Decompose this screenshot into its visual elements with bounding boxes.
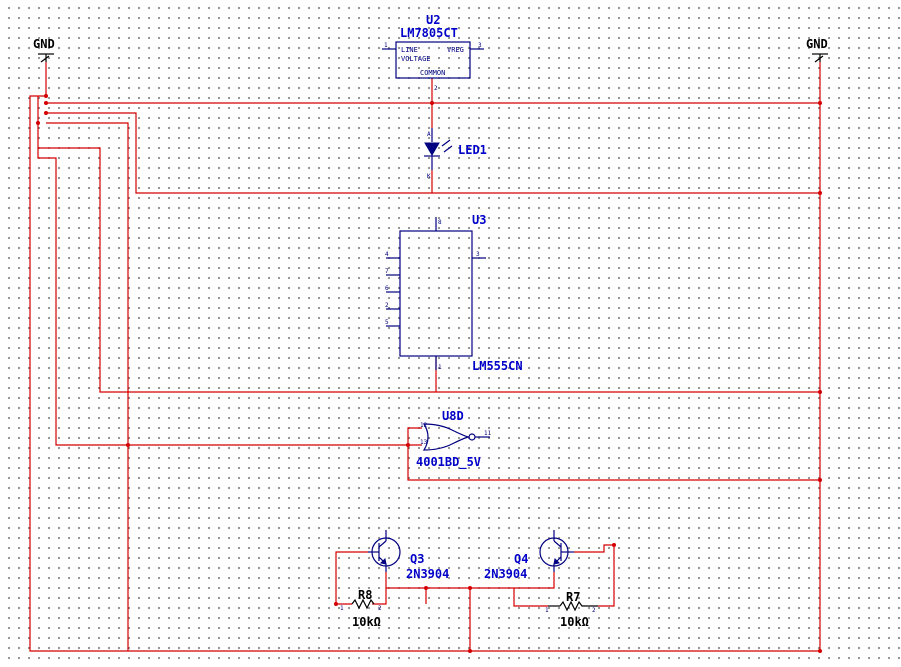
r8-zigzag: [351, 598, 375, 610]
junction-dot: [44, 101, 48, 105]
gnd-right-slash: [814, 55, 824, 63]
junction-dot: [818, 478, 822, 482]
u8d-ref: U8D: [442, 409, 464, 423]
q4-part: 2N3904: [484, 567, 527, 581]
led1-pin-k: K: [427, 173, 431, 180]
r8-pin2: 2: [378, 605, 382, 612]
u8d-pin13-num: 13: [420, 439, 428, 446]
component-u8d-nor[interactable]: U8D 12 13 11 4001BD_5V: [416, 409, 492, 470]
junction-dot: [818, 390, 822, 394]
gnd-right[interactable]: GND: [806, 37, 828, 63]
component-led1[interactable]: A K LED1: [424, 128, 487, 180]
u3-left-pin-num: 2: [385, 302, 389, 309]
wire-network: [29, 62, 821, 652]
u8d-body: [422, 423, 470, 451]
wire-r7-left[interactable]: [513, 588, 548, 607]
u8d-bubble: [468, 433, 476, 441]
junction-dot: [406, 443, 410, 447]
component-q3-transistor[interactable]: Q3 2N3904: [368, 530, 449, 581]
u3-left-pin-num: 5: [385, 319, 389, 326]
u3-body: [399, 230, 473, 357]
junction-dot: [430, 101, 434, 105]
q4-collector: [553, 540, 562, 548]
u3-part: LM555CN: [472, 359, 523, 373]
u2-name-line: LINE: [401, 46, 418, 54]
u3-left-pin-num: 4: [385, 251, 389, 258]
r7-pin2: 2: [592, 607, 596, 614]
junction-dot: [44, 94, 48, 98]
led1-ref: LED1: [458, 143, 487, 157]
junction-dot: [818, 191, 822, 195]
component-u2-regulator[interactable]: U2 LM7805CT 1 3 2 LINE VOLTAGE VREG COMM…: [382, 13, 484, 92]
r8-pin1: 1: [340, 605, 344, 612]
r7-ref: R7: [566, 590, 580, 604]
junction-dot: [36, 121, 40, 125]
junction-dot: [44, 111, 48, 115]
wire-loop-nor-in[interactable]: [37, 96, 422, 446]
wire-loop-128[interactable]: [46, 122, 129, 651]
u2-body: [395, 41, 471, 79]
u3-left-pin-num: 6: [385, 285, 389, 292]
u2-pin2-num: 2: [434, 85, 438, 92]
u3-pin3-num: 3: [476, 251, 480, 258]
wire-gnd-left[interactable]: [29, 62, 820, 652]
junction-dot: [424, 586, 428, 590]
q3-collector: [378, 540, 387, 548]
gnd-left-slash: [40, 55, 50, 63]
u3-ref: U3: [472, 213, 486, 227]
r8-value: 10kΩ: [352, 615, 381, 629]
component-q4-transistor[interactable]: Q4 2N3904: [484, 530, 574, 581]
r8-ref: R8: [358, 588, 372, 602]
u2-pin3-num: 3: [478, 42, 482, 49]
r7-value: 10kΩ: [560, 615, 589, 629]
junction-dot: [468, 649, 472, 653]
wire-loop-392[interactable]: [38, 147, 820, 393]
wire-r7-right[interactable]: [574, 544, 615, 607]
junction-dot: [612, 543, 616, 547]
gnd-right-label: GND: [806, 37, 828, 51]
q3-emitter-arrow: [379, 557, 387, 565]
junction-dots: [36, 94, 822, 653]
u2-name-vreg: VREG: [447, 46, 464, 54]
led1-pin-a: A: [427, 131, 431, 138]
wire-nor-in12[interactable]: [407, 427, 820, 481]
q4-emitter-arrow: [553, 557, 561, 565]
u8d-pin11-num: 11: [484, 430, 492, 437]
led1-arrow-2: [443, 145, 453, 153]
u8d-part: 4001BD_5V: [416, 455, 481, 470]
r7-zigzag: [559, 600, 598, 612]
u2-ref: U2: [426, 13, 440, 27]
gnd-left[interactable]: GND: [33, 37, 55, 63]
q3-ref: Q3: [410, 552, 424, 566]
u3-pin8-num: 8: [438, 219, 442, 226]
junction-dot: [126, 443, 130, 447]
junction-dot: [818, 649, 822, 653]
component-u3-timer[interactable]: U3 8 1 3 4 7 6 2 5 LM555CN: [385, 213, 523, 373]
u2-part: LM7805CT: [400, 26, 458, 40]
u3-left-pin-num: 7: [385, 268, 389, 275]
q3-part: 2N3904: [406, 567, 449, 581]
wire-r8-right[interactable]: [372, 587, 427, 605]
r7-pin1: 1: [545, 607, 549, 614]
led1-arrow-1: [441, 139, 451, 147]
wire-loop-193[interactable]: [46, 112, 820, 194]
u3-pin1-num: 1: [438, 364, 442, 371]
u8d-pin12-num: 12: [420, 422, 428, 429]
q4-ref: Q4: [514, 552, 528, 566]
gnd-left-label: GND: [33, 37, 55, 51]
junction-dot: [334, 602, 338, 606]
led1-triangle: [424, 142, 440, 156]
junction-dot: [818, 101, 822, 105]
wire-q3-base[interactable]: [335, 551, 368, 605]
u2-name-voltage: VOLTAGE: [401, 55, 431, 63]
u2-name-common: COMMON: [420, 69, 445, 77]
u2-pin1-num: 1: [384, 42, 388, 49]
component-r8-resistor[interactable]: R8 1 2 10kΩ: [340, 588, 382, 629]
junction-dot: [468, 586, 472, 590]
component-r7-resistor[interactable]: R7 1 2 10kΩ: [545, 590, 598, 629]
